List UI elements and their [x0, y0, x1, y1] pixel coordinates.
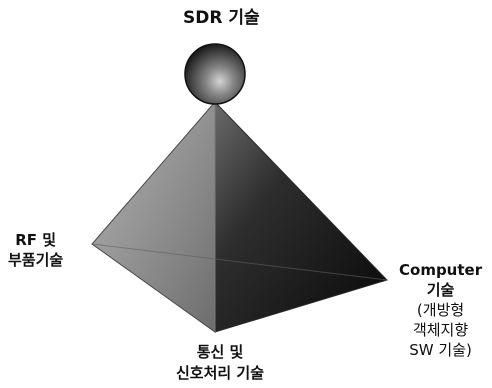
label-computer-line-3: (개방형 [399, 300, 482, 320]
label-rf-line-2: 부품기술 [8, 250, 63, 270]
label-sdr-technology-text: SDR 기술 [183, 8, 260, 28]
sdr-sphere [185, 44, 245, 104]
label-communication-signal-processing: 통신 및 신호처리 기술 [176, 342, 264, 384]
label-communication-line-1: 통신 및 [176, 342, 264, 363]
pyramid-right-face [215, 102, 387, 332]
label-communication-line-2: 신호처리 기술 [176, 363, 264, 384]
label-sdr-technology: SDR 기술 [183, 8, 260, 28]
label-computer-technology: Computer 기술 (개방형 객체지향 SW 기술) [399, 260, 482, 360]
label-computer-line-2: 기술 [399, 280, 482, 300]
label-computer-line-1: Computer [399, 260, 482, 280]
label-rf-parts-technology: RF 및 부품기술 [8, 230, 63, 270]
label-computer-line-5: SW 기술) [399, 340, 482, 360]
pyramid-left-face [92, 102, 215, 332]
label-rf-line-1: RF 및 [8, 230, 63, 250]
label-computer-line-4: 객체지향 [399, 320, 482, 340]
